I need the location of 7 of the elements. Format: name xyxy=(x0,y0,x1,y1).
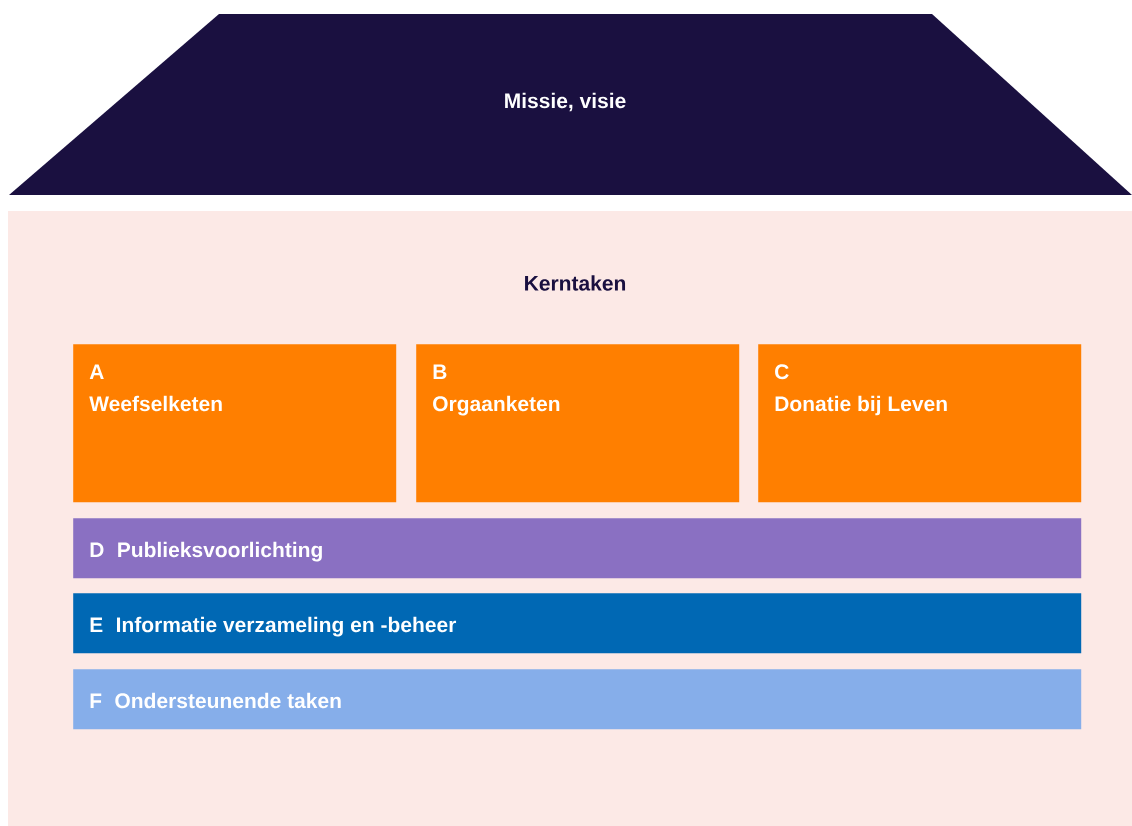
task-bar: D Publieksvoorlichting xyxy=(73,518,1082,579)
roof-trapezoid: Missie, visie xyxy=(9,14,1132,195)
task-box: C Donatie bij Leven xyxy=(758,344,1082,503)
task-bar: F Ondersteunende taken xyxy=(73,669,1082,730)
task-box: B Orgaanketen xyxy=(416,344,740,503)
task-bar: E Informatie verzameling en -beheer xyxy=(73,593,1082,654)
task-box: A Weefselketen xyxy=(73,344,397,503)
